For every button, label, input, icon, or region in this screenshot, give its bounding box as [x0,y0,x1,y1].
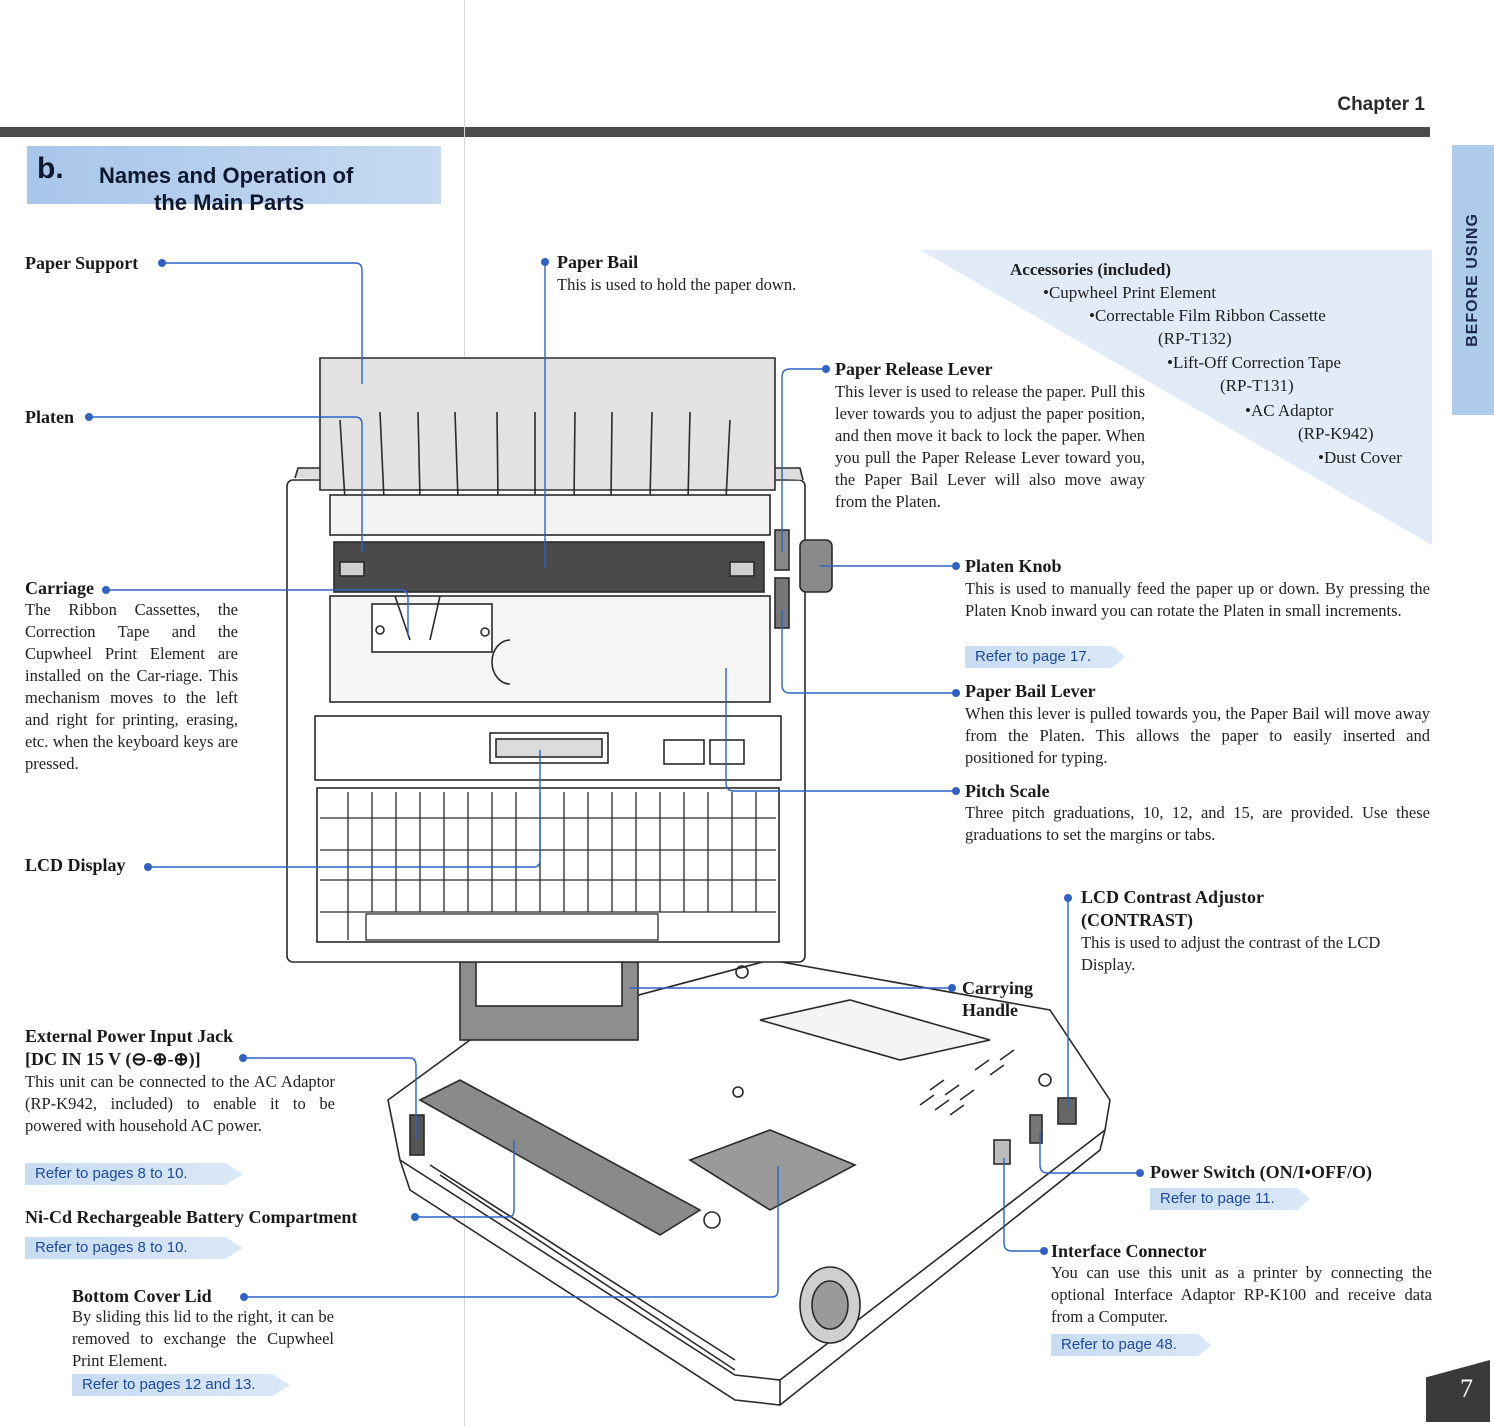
section-title-line1: Names and Operation of [99,163,354,188]
before-using-tab[interactable]: BEFORE USING [1452,145,1494,415]
pitch-scale-description: Three pitch graduations, 10, 12, and 15,… [965,803,1430,844]
label-lcd-contrast: LCD Contrast Adjustor [1081,887,1265,907]
vent-slots [919,1049,1015,1116]
keyboard [316,787,780,943]
bottom-cover-description: By sliding this lid to the right, it can… [72,1307,334,1370]
ref-bottom-cover[interactable]: Refer to pages 12 and 13. [72,1374,290,1396]
label-carriage: Carriage [25,578,94,598]
lcd-contrast-description: This is used to adjust the contrast of t… [1081,933,1381,974]
bottom-ridges [429,1164,736,1371]
label-paper-support: Paper Support [25,253,139,273]
battery-compartment-panel [418,1079,702,1236]
accessory-item: (RP-T131) [1220,376,1294,395]
label-paper-bail: Paper Bail [557,252,639,272]
accessory-item: •Dust Cover [1318,448,1402,467]
ref-power-switch[interactable]: Refer to page 11. [1150,1188,1310,1210]
interface-description: You can use this unit as a printer by co… [1051,1263,1432,1326]
label-paper-release-lever: Paper Release Lever [835,359,993,379]
label-platen: Platen [25,407,74,427]
platen-knob-description: This is used to manually feed the paper … [965,579,1430,620]
label-handle: Handle [962,1000,1019,1020]
section-letter: b. [37,152,64,185]
ref-battery[interactable]: Refer to pages 8 to 10. [25,1237,243,1259]
bottom-cover-lid-panel [688,1129,857,1211]
accessory-item: •Cupwheel Print Element [1043,283,1217,302]
accessory-item: •Correctable Film Ribbon Cassette [1089,306,1326,325]
leader-dots [85,258,1144,1301]
paper-guide-ribs [339,411,731,501]
leader-lines [89,262,1140,1298]
chapter-heading: Chapter 1 [1337,94,1425,115]
label-interface-connector: Interface Connector [1051,1241,1207,1261]
paper-bail-lever-description: When this lever is pulled towards you, t… [965,704,1430,767]
accessories-title: Accessories (included) [1010,260,1172,279]
label-pitch-scale: Pitch Scale [965,781,1050,801]
ref-platen-knob[interactable]: Refer to page 17. [965,646,1125,668]
accessory-item: (RP-K942) [1298,424,1374,443]
accessory-item: (RP-T132) [1158,329,1232,348]
ref-external-power[interactable]: Refer to pages 8 to 10. [25,1163,243,1185]
accessory-item: •Lift-Off Correction Tape [1167,353,1342,372]
label-battery-compartment: Ni-Cd Rechargeable Battery Compartment [25,1207,358,1227]
page-number: 7 [1460,1374,1473,1403]
label-platen-knob: Platen Knob [965,556,1062,576]
section-title-line2: the Main Parts [154,190,305,215]
header-rule [0,127,1430,137]
accessory-item: •AC Adaptor [1245,401,1334,420]
label-bottom-cover-lid: Bottom Cover Lid [72,1286,212,1306]
label-external-power-jack: External Power Input Jack [25,1026,234,1046]
section-title-box [27,146,441,204]
label-power-switch: Power Switch (ON/I•OFF/O) [1150,1162,1372,1182]
paper-bail-description: This is used to hold the paper down. [557,275,797,294]
label-carrying: Carrying [962,978,1033,998]
label-lcd-display: LCD Display [25,855,126,875]
keyboard-keys [320,792,776,941]
ref-interface[interactable]: Refer to page 48. [1051,1334,1211,1356]
platen-roller [333,541,765,593]
paper-release-description: This lever is used to release the paper.… [835,382,1145,511]
external-power-description: This unit can be connected to the AC Ada… [25,1072,335,1135]
label-contrast: (CONTRAST) [1081,910,1194,930]
paper-support-sheet [319,357,776,491]
label-paper-bail-lever: Paper Bail Lever [965,681,1096,701]
label-dc-in: [DC IN 15 V (⊖-⊕-⊕)] [25,1049,201,1069]
carriage-description: The Ribbon Cassettes, the Correction Tap… [25,600,238,773]
